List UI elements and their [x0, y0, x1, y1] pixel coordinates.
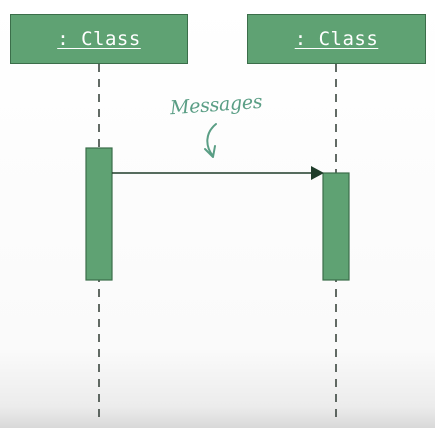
annotation-pointer-head: [204, 145, 216, 158]
class-box-right: : Class: [247, 14, 426, 64]
class-box-left: : Class: [10, 14, 188, 64]
activation-bar-left: [85, 147, 113, 281]
activation-bar-right: [322, 172, 350, 281]
annotation-pointer: [206, 123, 217, 157]
message-arrowhead: [311, 166, 324, 180]
